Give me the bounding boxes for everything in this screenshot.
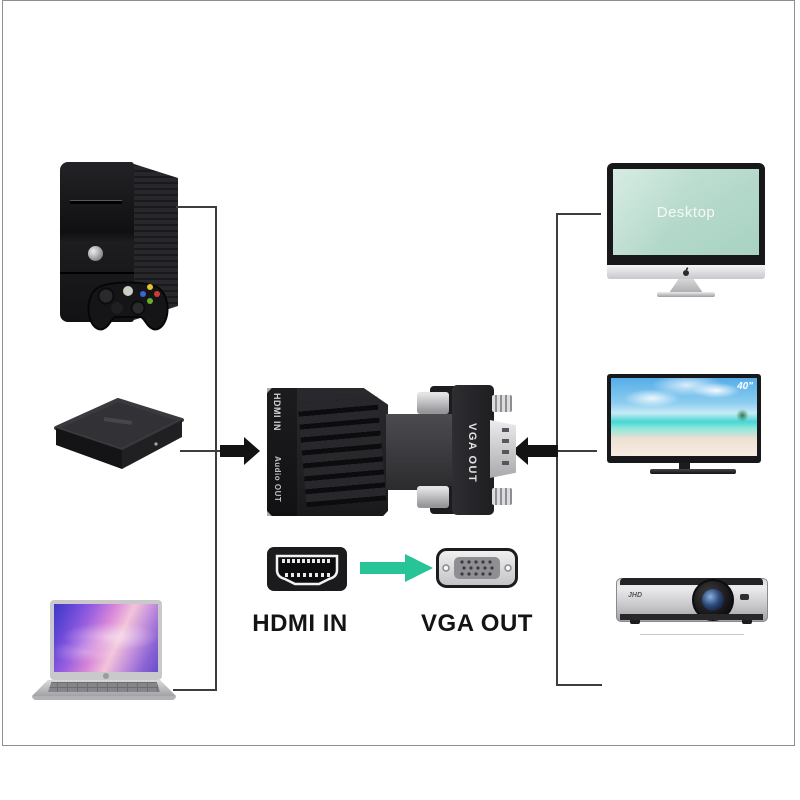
laptop-image [30,596,178,704]
laptop-screen [54,604,158,672]
projector-bottom-strip [620,614,763,620]
console-seam [60,272,134,274]
adapter-thumbscrew-top [492,395,512,412]
vga-connector-icon [436,548,518,588]
projector-shadow-line [640,634,744,635]
left-bracket-top-stub [176,206,217,208]
adapter-image [260,380,525,520]
monitor-stand-base [657,292,715,297]
apple-logo-icon [683,267,689,276]
adapter-vga-pins [502,428,509,470]
monitor-screen: Desktop [613,169,759,255]
tv-screen [611,378,757,456]
laptop-logo-dot [103,673,109,679]
game-controller-icon [87,281,169,331]
tv-box-image [54,398,184,469]
projector-foot-right [742,620,752,624]
adapter-audio-out-label: Audio OUT [273,456,282,503]
adapter-left-strip [267,388,297,516]
laptop-keyboard [48,682,160,692]
adapter-standoff-top [417,392,449,414]
tv-stand-bar [650,469,736,474]
left-bracket-middle-line [180,450,225,452]
adapter-thumbscrew-bottom [492,488,512,505]
arrow-left-icon [512,437,558,465]
console-disc-slot [70,200,122,204]
adapter-vga-out-label: VGA OUT [466,423,478,484]
legend-hdmi-in-label: HDMI IN [252,610,348,637]
game-console-image [58,160,183,340]
green-arrow-icon [360,554,433,582]
desktop-monitor-image: Desktop [607,162,769,298]
adapter-vga-plate [452,385,494,515]
projector-lens-glass [702,589,724,611]
adapter-vent-slats [297,396,387,508]
right-bracket-middle-line [556,450,597,452]
legend-vga-out-label: VGA OUT [421,610,533,637]
projector-ir-window [740,594,749,600]
console-power-button [88,246,103,261]
projector-foot-left [630,620,640,624]
left-bracket-bottom-stub [173,689,217,691]
arrow-right-icon [220,437,260,465]
monitor-stand-neck [669,279,703,293]
projector-brand-text: JHD [628,592,643,599]
hdmi-connector-icon [267,547,347,591]
projector-top-strip [620,578,763,585]
laptop-front-edge [32,696,176,700]
image-border [2,0,795,746]
right-bracket-bottom-stub [556,684,602,686]
adapter-standoff-bottom [417,486,449,508]
adapter-hdmi-in-label: HDMI IN [272,393,282,431]
projector-image: JHD [616,576,768,638]
adapter-neck [386,414,458,490]
monitor-screen-text: Desktop [656,203,716,221]
right-bracket-top-stub [556,213,601,215]
left-bracket-vertical [215,206,217,691]
tv-stand-neck [679,463,690,470]
tv-size-badge: 40" [737,381,753,392]
tv-image: 40" [607,374,763,476]
